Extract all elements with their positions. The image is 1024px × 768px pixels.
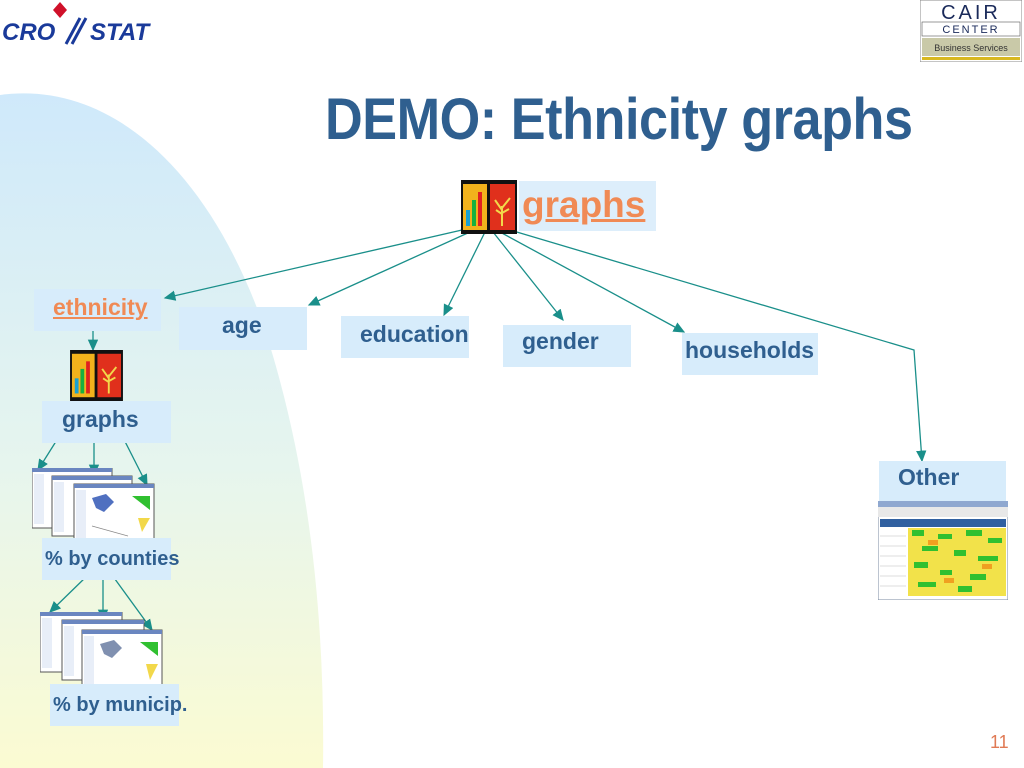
ethnicity-graphs-icon <box>70 350 123 401</box>
page-title: DEMO: Ethnicity graphs <box>325 87 913 152</box>
households-label: households <box>685 337 815 363</box>
crostat-right-text: STAT <box>90 19 151 46</box>
graphs-root-link[interactable]: graphs <box>522 184 646 225</box>
education-label: education <box>360 321 469 347</box>
education-node: education <box>341 316 469 358</box>
cair-bottom-text: Business Services <box>934 43 1008 53</box>
age-label: age <box>222 312 262 338</box>
graphs-root-node[interactable]: graphs <box>519 181 656 231</box>
counties-map-thumbnails[interactable] <box>32 468 157 544</box>
counties-thumb-3 <box>73 483 155 544</box>
other-table-thumbnail[interactable] <box>878 501 1008 600</box>
by-municip-node: % by municip. <box>50 684 187 726</box>
gender-node: gender <box>503 325 631 367</box>
municip-thumb-3 <box>81 629 163 690</box>
gender-label: gender <box>522 328 599 354</box>
ethnicity-graphs-label: graphs <box>62 406 139 432</box>
municip-map-thumbnails[interactable] <box>40 612 165 690</box>
page-number: 11 <box>990 732 1009 752</box>
graphs-root-icon <box>461 180 517 234</box>
ethnicity-link[interactable]: ethnicity <box>53 294 148 320</box>
cair-center-logo: CAIR CENTER Business Services <box>920 0 1022 62</box>
ethnicity-graphs-node: graphs <box>42 401 171 443</box>
crostat-left-text: CRO <box>2 19 56 46</box>
other-node: Other <box>879 461 1006 501</box>
ethnicity-node[interactable]: ethnicity <box>34 289 161 331</box>
other-label: Other <box>898 464 960 490</box>
by-municip-label: % by municip. <box>53 694 188 716</box>
cair-top-text: CAIR <box>941 2 1001 24</box>
age-node: age <box>179 307 307 350</box>
households-node: households <box>682 333 818 375</box>
by-counties-node: % by counties <box>42 538 179 580</box>
cair-mid-text: CENTER <box>942 24 999 36</box>
crostat-logo: CRO STAT <box>2 2 151 46</box>
by-counties-label: % by counties <box>45 548 180 570</box>
